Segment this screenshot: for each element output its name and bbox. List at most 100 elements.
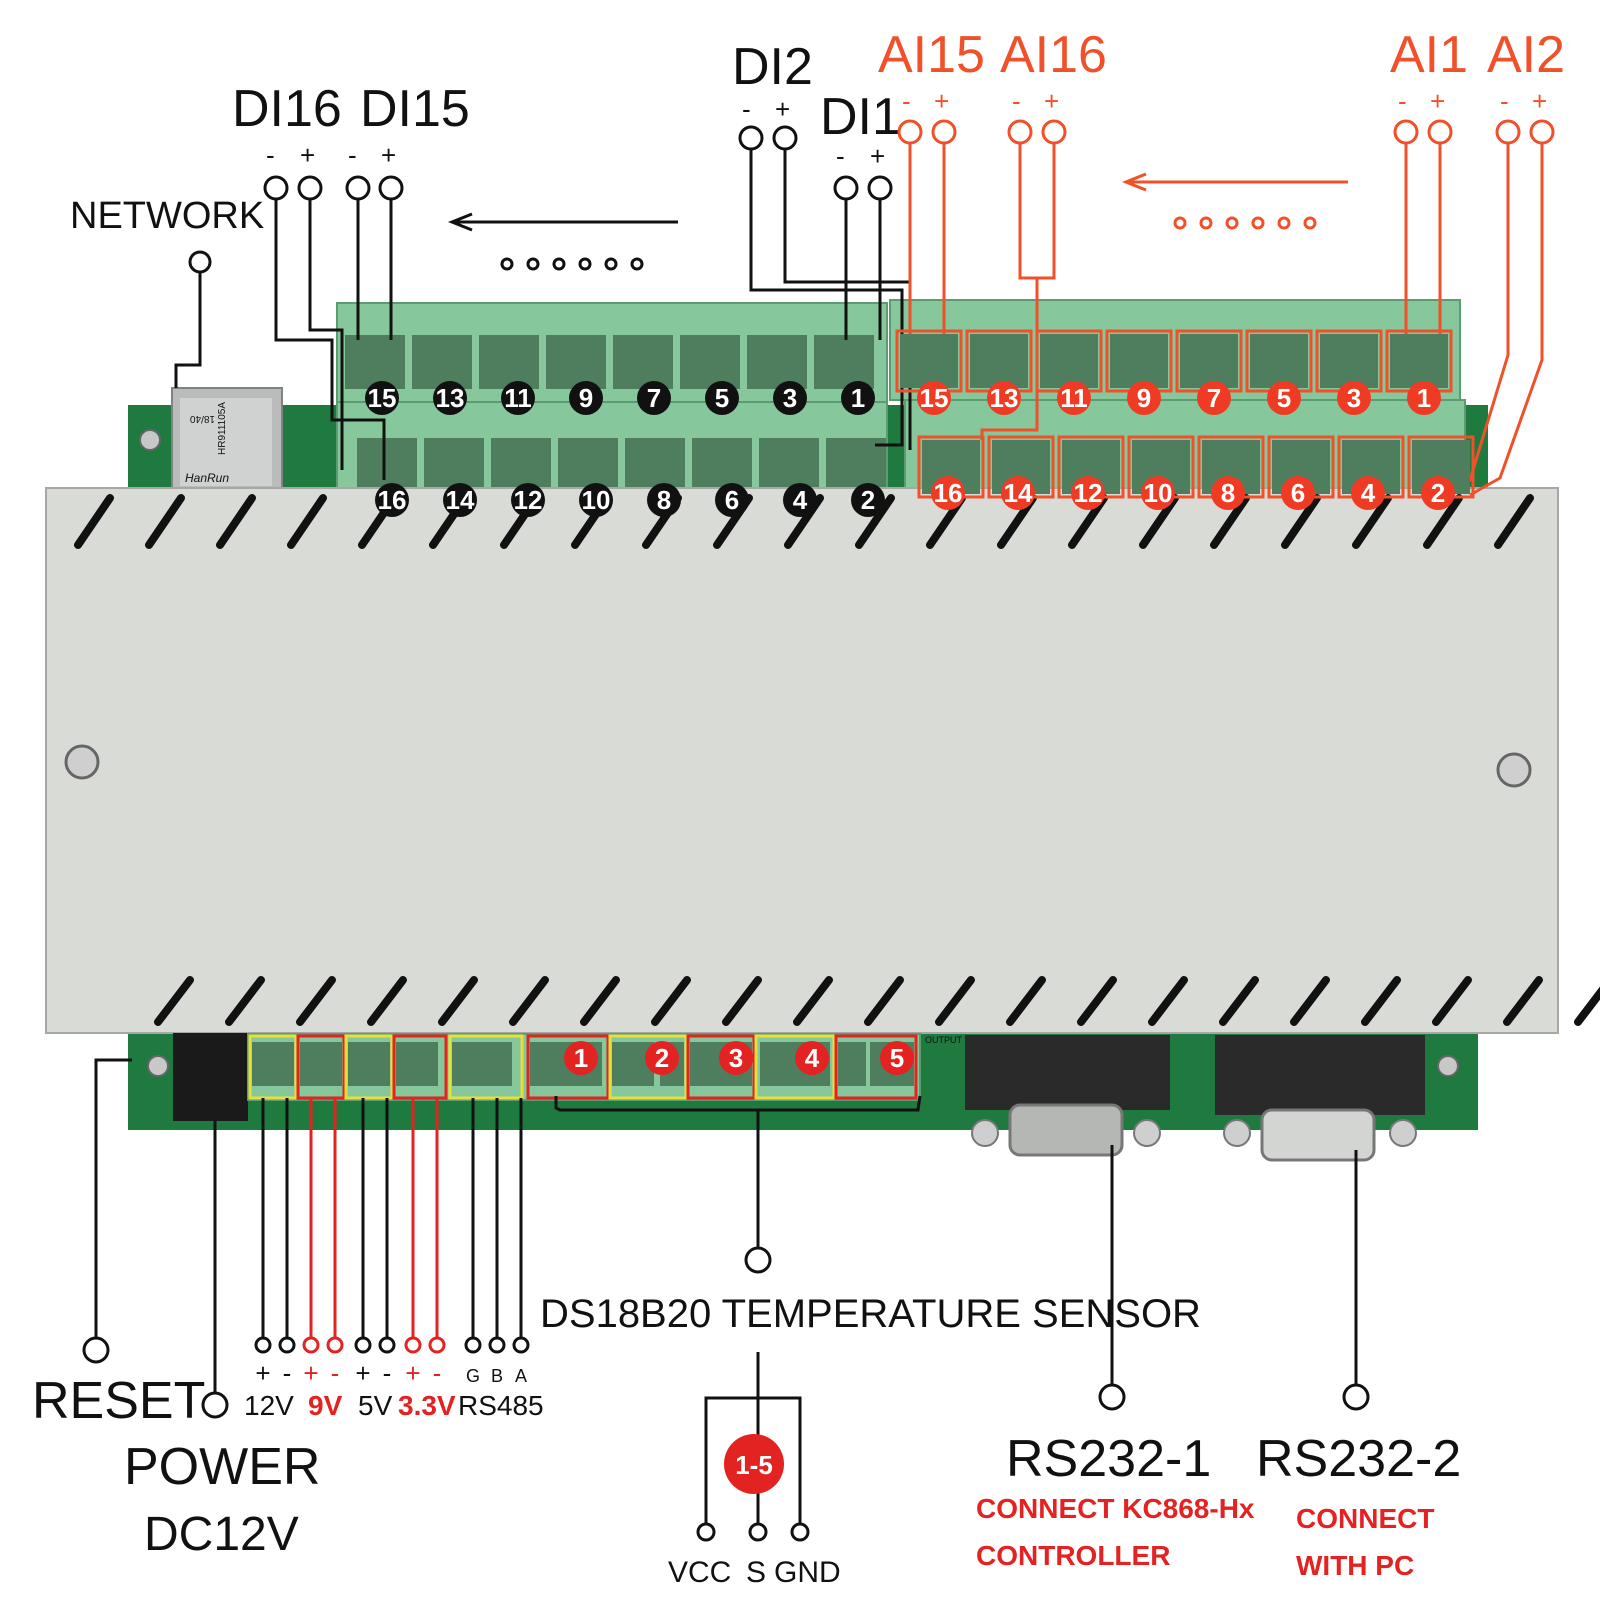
terminal-number-badge: 3 xyxy=(773,381,807,415)
vent-slot xyxy=(367,976,407,1026)
plus-sign: + xyxy=(1532,86,1547,116)
di16-di15-wires xyxy=(263,175,404,480)
svg-text:3: 3 xyxy=(1347,383,1361,413)
terminal-number-badge: 9 xyxy=(1127,381,1161,415)
svg-text:16: 16 xyxy=(934,478,963,508)
power-pin-terminal xyxy=(378,1336,396,1354)
network-label: NETWORK xyxy=(70,195,264,237)
screw-icon xyxy=(139,429,161,451)
gnd-label: GND xyxy=(774,1556,841,1589)
terminal-number-badge: 5 xyxy=(705,381,739,415)
svg-text:5: 5 xyxy=(890,1043,904,1073)
power-pin-terminal xyxy=(404,1336,422,1354)
terminal-number-badge: 7 xyxy=(1197,381,1231,415)
terminal-number-badge: 8 xyxy=(1211,476,1245,510)
vent-slot xyxy=(74,494,114,549)
sensor-badge xyxy=(724,1434,784,1494)
di2-label: DI2 xyxy=(732,38,813,96)
power-pin-sign: + xyxy=(355,1358,370,1388)
vent-slot xyxy=(438,976,478,1026)
svg-text:9: 9 xyxy=(1137,383,1151,413)
screw-icon xyxy=(147,1055,169,1077)
plus-sign: + xyxy=(381,140,396,170)
screw-icon xyxy=(1437,1055,1459,1077)
dc12v-label: DC12V xyxy=(144,1508,299,1561)
svg-text:14: 14 xyxy=(1004,478,1033,508)
svg-text:9: 9 xyxy=(579,383,593,413)
rs232-2-label: RS232-2 xyxy=(1256,1430,1461,1488)
power-pin-terminal xyxy=(354,1336,372,1354)
ai-slot xyxy=(1250,334,1308,388)
power-pin-sign: + xyxy=(255,1358,270,1388)
power-pin-sign: - xyxy=(331,1358,340,1388)
ai-slot xyxy=(1180,334,1238,388)
vent-slot xyxy=(1432,976,1472,1026)
s-label: S xyxy=(746,1556,766,1589)
svg-text:14: 14 xyxy=(446,485,475,515)
pcb-output-text: OUTPUT xyxy=(925,1035,963,1045)
vent-slot xyxy=(580,976,620,1026)
left-arrow-icon xyxy=(447,212,678,232)
svg-text:13: 13 xyxy=(990,383,1019,413)
power-pin-sign: - xyxy=(283,1358,292,1388)
ethernet-jack: 18/40 HR911105A HanRun xyxy=(171,387,283,494)
minus-sign: - xyxy=(1398,86,1407,116)
plus-sign: + xyxy=(870,141,885,171)
vent-slot xyxy=(864,976,904,1026)
plus-sign: + xyxy=(300,140,315,170)
terminal-number-badge: 9 xyxy=(569,381,603,415)
rs232-1-desc-line1: CONNECT KC868-Hx xyxy=(976,1493,1255,1524)
svg-text:10: 10 xyxy=(582,485,611,515)
terminal-number-badge: 10 xyxy=(579,483,613,517)
terminal-number-badge: 6 xyxy=(715,483,749,517)
vent-slot xyxy=(1503,976,1543,1026)
terminal-number-badge: 16 xyxy=(931,476,965,510)
sensor-badge-text: 1-5 xyxy=(735,1450,773,1480)
power-wire xyxy=(201,1121,229,1419)
vcc-label: VCC xyxy=(668,1556,731,1589)
reset-label: RESET xyxy=(32,1372,205,1430)
minus-sign: - xyxy=(348,140,357,170)
jack-brand-text: HanRun xyxy=(185,471,229,485)
vent-slot xyxy=(1423,494,1463,549)
rs232-2-desc-line1: CONNECT xyxy=(1296,1503,1434,1534)
svg-text:4: 4 xyxy=(793,485,808,515)
vent-slot xyxy=(722,976,762,1026)
svg-text:1: 1 xyxy=(1417,383,1431,413)
vent-slot xyxy=(225,976,265,1026)
vent-slot xyxy=(793,976,833,1026)
svg-text:5: 5 xyxy=(1277,383,1291,413)
terminal-number-badge: 1 xyxy=(841,381,875,415)
power-pin-sign: G xyxy=(466,1366,480,1386)
vent-slot xyxy=(1219,976,1259,1026)
ai-slot xyxy=(970,334,1028,388)
power-label: POWER xyxy=(124,1438,320,1496)
svg-text:8: 8 xyxy=(657,485,671,515)
minus-sign: - xyxy=(742,94,751,124)
rs232-1-desc-line2: CONTROLLER xyxy=(976,1540,1170,1571)
minus-sign: - xyxy=(902,86,911,116)
terminal-number-badge: 10 xyxy=(1141,476,1175,510)
power-pin-sign: - xyxy=(383,1358,392,1388)
terminal-number-badge: 12 xyxy=(1071,476,1105,510)
terminal-number-badge: 1 xyxy=(1407,381,1441,415)
svg-text:8: 8 xyxy=(1221,478,1235,508)
reset-wire xyxy=(82,1058,132,1364)
di1-label: DI1 xyxy=(820,88,901,146)
vent-slot xyxy=(1139,494,1179,549)
svg-text:6: 6 xyxy=(1291,478,1305,508)
ai16-label: AI16 xyxy=(1000,26,1107,84)
terminal-number-badge: 2 xyxy=(1421,476,1455,510)
terminal-number-badge: 15 xyxy=(365,381,399,415)
svg-text:3: 3 xyxy=(729,1043,743,1073)
3v3-label: 3.3V xyxy=(398,1390,456,1421)
vent-slot xyxy=(1281,494,1321,549)
svg-text:1: 1 xyxy=(574,1043,588,1073)
power-pin-sign: + xyxy=(405,1358,420,1388)
rs232-2-desc-line2: WITH PC xyxy=(1296,1550,1414,1581)
terminal-number-badge: 4 xyxy=(783,483,817,517)
vent-slot xyxy=(1290,976,1330,1026)
ai15-label: AI15 xyxy=(878,26,985,84)
